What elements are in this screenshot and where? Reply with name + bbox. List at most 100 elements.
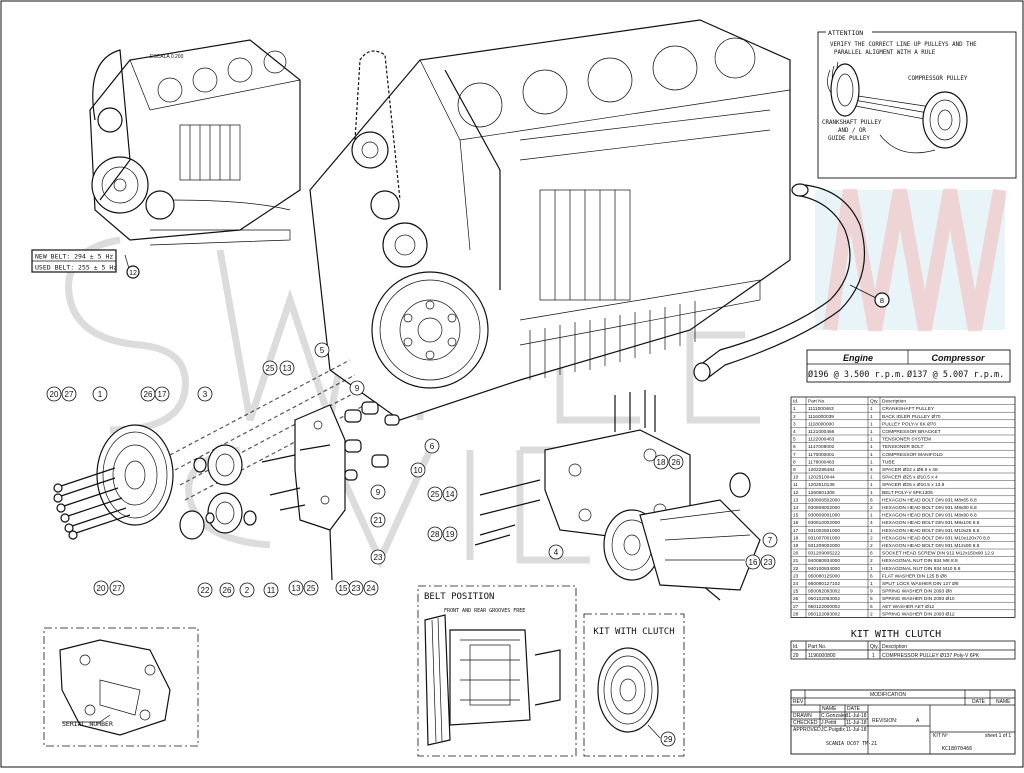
callout-balloon xyxy=(548,544,564,560)
attention-line-2: PARALLEL ALIGMENT WITH A RULE xyxy=(834,50,936,56)
parts-cell-qty: 2 xyxy=(870,543,873,549)
parts-cell-part: 1178000463 xyxy=(808,459,835,465)
checked-by: J.Pettit xyxy=(821,720,837,726)
crankshaft-pulley-label: CRANKSHAFT PULLEY xyxy=(822,120,882,126)
parts-cell-qty: 1 xyxy=(870,421,873,427)
approved-label: APPROVED xyxy=(793,727,821,733)
parts-cell-id: 14 xyxy=(793,505,799,511)
callout-number: 25 xyxy=(431,490,440,499)
callout-balloon xyxy=(303,580,319,596)
checked-date: 11-Jul-18 xyxy=(846,720,867,726)
model-name: SCANIA DC07 TM-21 xyxy=(826,741,877,747)
parts-cell-desc: SPACER Ø25 x Ø10.5 x 13.8 xyxy=(882,482,945,488)
callout-balloon xyxy=(219,582,235,598)
parts-cell-qty: 1 xyxy=(870,437,873,443)
parts-cell-qty: 6 xyxy=(870,573,873,579)
parts-cell-part: 1122000463 xyxy=(808,437,835,443)
callout-balloon xyxy=(262,360,278,376)
parts-cell-part: 1147009002 xyxy=(808,444,835,450)
revision-label: REVISION: xyxy=(872,718,897,724)
callout-number: 20 xyxy=(50,390,59,399)
parts-cell-qty: 6 xyxy=(870,551,873,557)
callout-number: 22 xyxy=(201,586,210,595)
checked-label: CHECKED xyxy=(793,720,818,726)
parts-cell-part: 1118000000 xyxy=(808,421,834,427)
parts-cell-part: 1202510138 xyxy=(808,482,835,488)
callout-number: 29 xyxy=(664,735,673,744)
attention-title: ATTENTION xyxy=(828,29,863,37)
kit-col-desc: Description xyxy=(882,644,907,650)
callout-balloon xyxy=(424,438,440,454)
kit-clutch-box-title: KIT WITH CLUTCH xyxy=(593,627,674,637)
callout-number: 2 xyxy=(245,586,250,595)
parts-cell-part: 950080127102 xyxy=(808,581,840,587)
parts-cell-id: 24 xyxy=(793,581,799,587)
parts-cell-qty: 1 xyxy=(870,566,873,572)
parts-cell-qty: 1 xyxy=(870,406,873,412)
callout-balloon xyxy=(154,386,170,402)
parts-cell-qty: 9 xyxy=(870,589,873,595)
callout-number: 19 xyxy=(446,530,455,539)
parts-cell-desc: HEXAGON HEAD BOLT DIN 931 M12x90 8.8 xyxy=(882,543,980,549)
parts-cell-qty: 1 xyxy=(870,490,873,496)
parts-cell-part: 1202286484 xyxy=(808,467,835,473)
parts-cell-id: 23 xyxy=(793,573,799,579)
callout-balloon xyxy=(653,454,669,470)
belt-tension-box: NEW BELT: 294 ± 5 Hz USED BELT: 255 ± 5 … xyxy=(31,249,117,273)
callout-number: 23 xyxy=(764,558,773,567)
parts-cell-qty: 5 xyxy=(870,596,873,602)
callout-balloon xyxy=(239,582,255,598)
callout-number: 10 xyxy=(414,466,423,475)
parts-cell-part: 940100934000 xyxy=(808,566,840,572)
sheet-label: sheet 1 of 1 xyxy=(985,733,1011,739)
parts-cell-part: 1121000466 xyxy=(808,429,835,435)
parts-cell-id: 12 xyxy=(793,490,799,496)
callout-number: 27 xyxy=(65,390,74,399)
callout-balloon xyxy=(762,532,778,548)
kit-number: KC18070466 xyxy=(942,746,972,752)
parts-cell-desc: SPRING WASHER DIN 2093 Ø10 xyxy=(882,596,955,602)
parts-cell-part: 931002501000 xyxy=(808,528,840,534)
parts-cell-id: 11 xyxy=(793,482,798,488)
callout-number: 26 xyxy=(144,390,153,399)
parts-cell-qty: 1 xyxy=(870,581,873,587)
parts-table-frame xyxy=(790,396,1016,618)
parts-cell-desc: PULLEY POLY-V 6K Ø70 xyxy=(882,421,936,427)
parts-cell-id: 16 xyxy=(793,520,799,526)
parts-cell-desc: COMPRESSOR BRACKET xyxy=(882,429,941,435)
callout-number: 3 xyxy=(203,390,208,399)
parts-cell-part: 1170000001 xyxy=(808,452,835,458)
parts-cell-qty: 1 xyxy=(870,475,873,481)
parts-cell-id: 6 xyxy=(793,444,796,450)
parts-cell-id: 27 xyxy=(793,604,799,610)
callout-number: 23 xyxy=(352,584,361,593)
parts-cell-part: 931209005222 xyxy=(808,551,840,557)
parts-cell-qty: 6 xyxy=(870,604,873,610)
parts-cell-qty: 4 xyxy=(870,520,873,526)
new-belt-tension: NEW BELT: 294 ± 5 Hz xyxy=(35,253,113,261)
serial-number-box: SERIAL NUMBER xyxy=(43,627,199,747)
callout-label: 8 xyxy=(880,296,884,305)
parts-cell-part: 930806502000 xyxy=(808,497,840,503)
parts-cell-desc: BELT POLY-V 6PK1305 xyxy=(882,490,933,496)
title-block: REV MODIFICATION DATE NAME NAME DATE DRA… xyxy=(790,689,1016,755)
parts-cell-part: 940080934000 xyxy=(808,558,840,564)
parts-cell-desc: HEXAGON HEAD BOLT DIN 931 M10x120x70 8.8 xyxy=(882,535,990,541)
callout-number: 21 xyxy=(374,516,383,525)
serial-number-label: SERIAL NUMBER xyxy=(62,720,113,728)
and-or-label: AND / OR xyxy=(838,128,866,134)
callout-balloon xyxy=(442,486,458,502)
callout-number: 13 xyxy=(283,364,292,373)
parts-cell-qty: 2 xyxy=(870,611,873,617)
approved-by: JC.Puigdix xyxy=(821,727,845,733)
callout-balloon xyxy=(61,386,77,402)
parts-cell-qty: 1 xyxy=(870,414,873,420)
ratio-table: Engine Compressor Ø196 @ 3.500 r.p.m. Ø1… xyxy=(806,349,1011,383)
parts-cell-id: 4 xyxy=(793,429,796,435)
callout-number: 26 xyxy=(672,458,681,467)
callout-balloon xyxy=(760,554,776,570)
callout-balloon xyxy=(46,386,62,402)
callout-number: 9 xyxy=(376,488,381,497)
callout-number: 1 xyxy=(98,390,103,399)
